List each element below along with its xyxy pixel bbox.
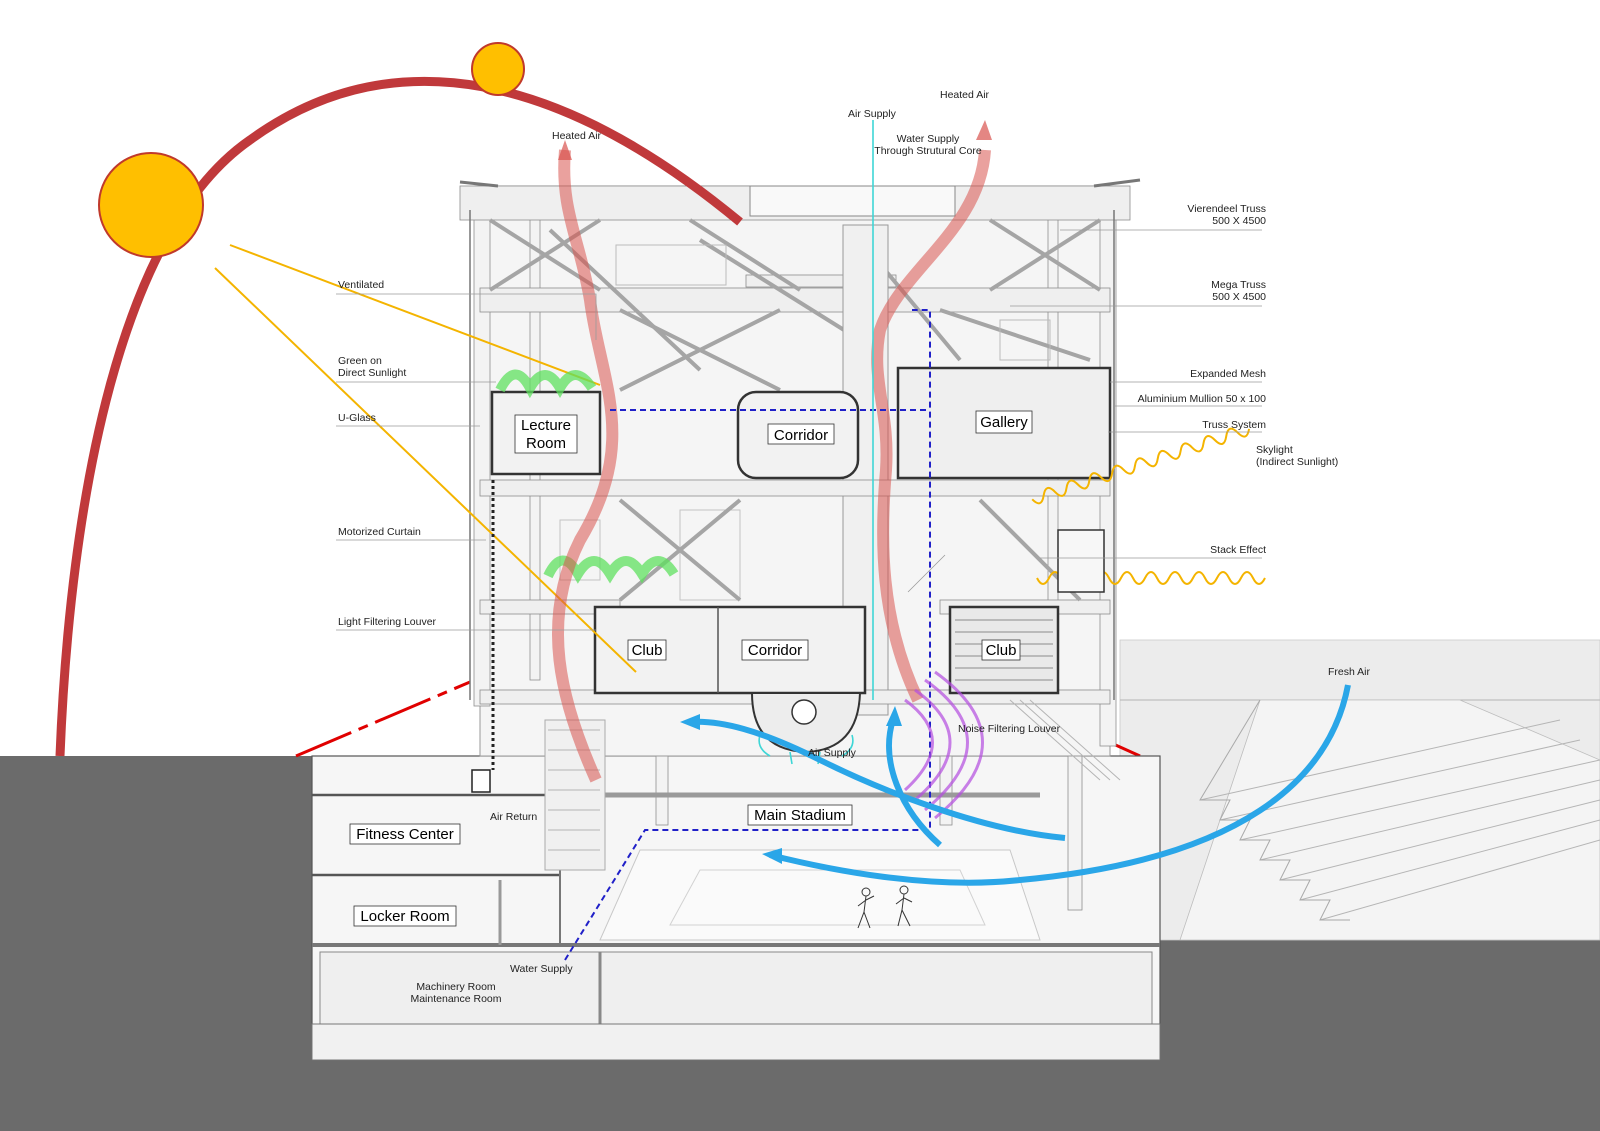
label-machinery: Machinery Room [416, 981, 496, 993]
label-water-supply-bottom: Water Supply [510, 963, 573, 975]
label-u-glass: U-Glass [338, 412, 376, 424]
air-return-shaft [471, 480, 495, 793]
label-light-louver: Light Filtering Louver [338, 616, 437, 628]
sun-icon [471, 42, 525, 96]
room-label-corridor-upper: Corridor [774, 427, 828, 444]
label-mullion: Aluminium Mullion 50 x 100 [1138, 393, 1267, 405]
heated-air-flow [552, 120, 992, 783]
sun-icon [98, 152, 204, 258]
label-truss-system: Truss System [1202, 419, 1266, 431]
annotations: Heated Air Air Supply Heated Air Water S… [338, 89, 1371, 1005]
label-green: Green on [338, 355, 382, 367]
label-air-return: Air Return [490, 811, 537, 823]
label-fresh-air: Fresh Air [1328, 666, 1371, 678]
room-label-main-stadium: Main Stadium [754, 807, 846, 824]
label-green-2: Direct Sunlight [338, 367, 406, 379]
label-vierendeel-size: 500 X 4500 [1212, 215, 1266, 227]
room-label-club-left: Club [632, 642, 663, 659]
room-label-lecture: Lecture [521, 417, 571, 434]
stadium-seating [1179, 699, 1600, 941]
room-label-club-right: Club [986, 642, 1017, 659]
label-vierendeel: Vierendeel Truss [1187, 203, 1266, 215]
label-mega-truss: Mega Truss [1211, 279, 1266, 291]
water-supply-line [564, 309, 931, 961]
annotation-leaders [336, 229, 1262, 631]
skylight-waves [1031, 427, 1266, 593]
sun-path [55, 42, 743, 757]
room-label-locker: Locker Room [360, 908, 449, 925]
label-skylight-2: (Indirect Sunlight) [1256, 456, 1338, 468]
label-air-supply-bottom: Air Supply [808, 747, 857, 759]
label-heated-air-right: Heated Air [940, 89, 990, 101]
air-supply-line [758, 120, 874, 765]
fresh-air-flow [680, 684, 1351, 886]
label-heated-air-left: Heated Air [552, 130, 602, 142]
ground [0, 639, 1600, 1131]
room-label-gallery: Gallery [980, 414, 1028, 431]
noise-louver [903, 670, 984, 820]
label-maintenance: Maintenance Room [410, 993, 501, 1005]
label-water-supply-core-2: Through Strutural Core [874, 145, 982, 157]
room-label-fitness: Fitness Center [356, 826, 454, 843]
label-ventilated: Ventilated [338, 279, 384, 291]
label-air-supply-top: Air Supply [848, 108, 897, 120]
label-mega-truss-size: 500 X 4500 [1212, 291, 1266, 303]
room-label-corridor-lower: Corridor [748, 642, 802, 659]
label-motorized-curtain: Motorized Curtain [338, 526, 421, 538]
label-stack-effect: Stack Effect [1210, 544, 1266, 556]
people-icon [857, 885, 913, 929]
room-labels: Lecture Room Corridor Gallery Club Corri… [349, 410, 1033, 927]
label-expanded-mesh: Expanded Mesh [1190, 368, 1266, 380]
label-water-supply-core: Water Supply [897, 133, 960, 145]
basement [311, 699, 1161, 1061]
label-noise-louver: Noise Filtering Louver [958, 723, 1061, 735]
room-label-lecture-2: Room [526, 435, 566, 452]
label-skylight: Skylight [1256, 444, 1293, 456]
